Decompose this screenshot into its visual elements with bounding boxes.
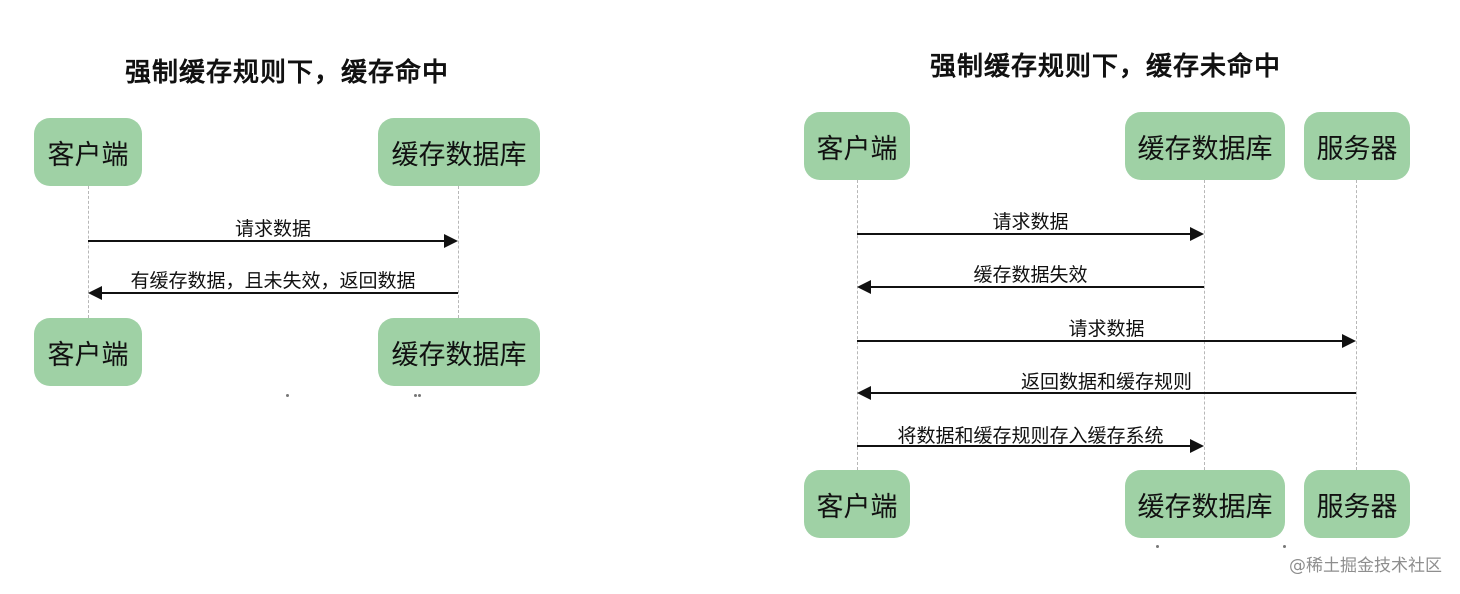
- left-cache-db-node-bottom: 缓存数据库: [378, 318, 540, 386]
- watermark-text: @稀土掘金技术社区: [1289, 556, 1442, 576]
- left-arrowhead-1: [444, 234, 458, 248]
- left-cache-lifeline: [458, 186, 459, 318]
- left-cache-db-node-top: 缓存数据库: [378, 118, 540, 186]
- left-client-lifeline: [88, 186, 89, 318]
- left-message-label-2: 有缓存数据，且未失效，返回数据: [130, 270, 416, 292]
- right-server-node-top: 服务器: [1304, 112, 1410, 180]
- right-client-node-bottom: 客户端: [804, 470, 910, 538]
- right-message-label-3: 请求数据: [1068, 318, 1145, 340]
- right-server-lifeline: [1356, 180, 1357, 470]
- right-message-label-2: 缓存数据失效: [973, 264, 1088, 286]
- artifact-dot: [1283, 545, 1286, 548]
- right-server-node-bottom: 服务器: [1304, 470, 1410, 538]
- artifact-dot: [414, 394, 417, 397]
- right-message-label-5: 将数据和缓存规则存入缓存系统: [897, 425, 1164, 447]
- right-diagram-title: 强制缓存规则下，缓存未命中: [930, 52, 1282, 82]
- left-client-node-top: 客户端: [34, 118, 142, 186]
- right-arrowhead-2: [857, 280, 871, 294]
- right-arrowhead-5: [1190, 439, 1204, 453]
- right-client-lifeline: [857, 180, 858, 470]
- left-arrowhead-2: [88, 286, 102, 300]
- right-arrowhead-3: [1342, 334, 1356, 348]
- right-client-node-top: 客户端: [804, 112, 910, 180]
- artifact-dot: [286, 394, 289, 397]
- right-arrowhead-1: [1190, 227, 1204, 241]
- left-diagram-title: 强制缓存规则下，缓存命中: [125, 58, 450, 88]
- right-message-label-4: 返回数据和缓存规则: [1020, 371, 1192, 393]
- right-cache-db-node-bottom: 缓存数据库: [1125, 470, 1285, 538]
- left-message-label-1: 请求数据: [234, 218, 311, 240]
- artifact-dot: [418, 394, 421, 397]
- right-cache-lifeline: [1204, 180, 1205, 470]
- right-cache-db-node-top: 缓存数据库: [1125, 112, 1285, 180]
- right-arrowhead-4: [857, 386, 871, 400]
- right-message-label-1: 请求数据: [992, 211, 1069, 233]
- artifact-dot: [1156, 545, 1159, 548]
- left-client-node-bottom: 客户端: [34, 318, 142, 386]
